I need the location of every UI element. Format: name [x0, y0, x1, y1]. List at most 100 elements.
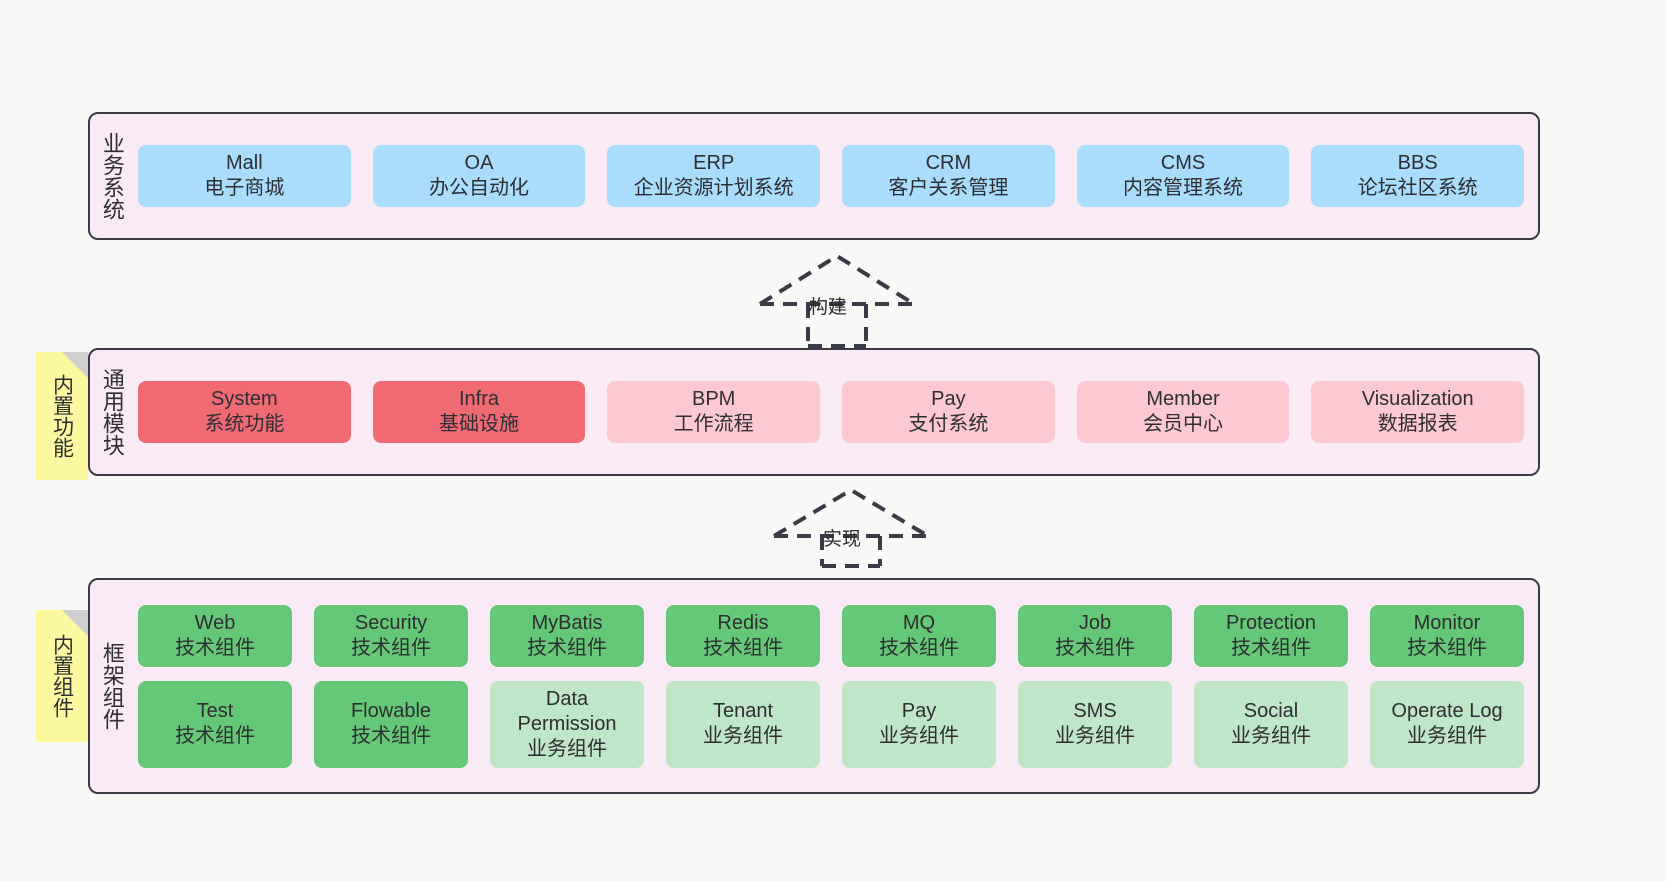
card-title: ERP	[693, 152, 735, 174]
card-subtitle: 内容管理系统	[1123, 177, 1244, 199]
card-operate-log[interactable]: Operate Log 业务组件	[1370, 680, 1524, 768]
card-member[interactable]: Member 会员中心	[1076, 381, 1290, 443]
card-subtitle: 技术组件	[703, 636, 783, 659]
sticky-note-label: 内置功能	[50, 374, 74, 458]
card-social[interactable]: Social 业务组件	[1194, 680, 1348, 768]
card-title: Infra	[458, 388, 500, 410]
card-redis[interactable]: Redis 技术组件	[666, 604, 820, 667]
card-subtitle: 技术组件	[351, 725, 431, 747]
card-oa[interactable]: OA 办公自动化	[372, 145, 586, 207]
card-subtitle: 技术组件	[1055, 636, 1135, 659]
card-subtitle: 业务组件	[879, 725, 959, 747]
card-title: Pay	[901, 700, 937, 722]
card-title: BPM	[692, 388, 736, 410]
card-subtitle: 技术组件	[1231, 636, 1311, 659]
card-crm[interactable]: CRM 客户关系管理	[842, 145, 1055, 207]
card-title: MyBatis	[531, 611, 603, 634]
card-erp[interactable]: ERP 企业资源计划系统	[607, 145, 821, 207]
card-web[interactable]: Web 技术组件	[138, 604, 292, 667]
card-pay[interactable]: Pay 支付系统	[842, 381, 1055, 443]
card-subtitle: 电子商城	[204, 177, 285, 199]
card-subtitle: 企业资源计划系统	[633, 177, 794, 199]
card-data-permission[interactable]: Data Permission 业务组件	[490, 680, 644, 768]
sticky-note-label: 内置组件	[50, 634, 74, 718]
card-title: System	[210, 388, 278, 410]
card-title: Social	[1243, 700, 1299, 722]
card-subtitle: 技术组件	[879, 636, 959, 659]
card-sms[interactable]: SMS 业务组件	[1018, 680, 1172, 768]
card-title: Redis	[717, 611, 769, 634]
card-title: MQ	[902, 611, 936, 634]
layer-business-system: 业务系统 Mall 电子商城 OA 办公自动化 ERP 企业资源计划系统 CRM…	[88, 112, 1540, 240]
card-mq[interactable]: MQ 技术组件	[842, 604, 996, 667]
card-subtitle: 业务组件	[1231, 725, 1311, 747]
layer-body-framework-component: Web 技术组件 Security 技术组件 MyBatis 技术组件 Redi…	[134, 580, 1538, 792]
card-title: Job	[1078, 611, 1112, 634]
layer-body-common-module: System 系统功能 Infra 基础设施 BPM 工作流程 Pay 支付系统…	[134, 350, 1538, 474]
card-subtitle: 办公自动化	[429, 177, 529, 199]
card-system[interactable]: System 系统功能	[138, 381, 351, 443]
card-subtitle: 技术组件	[527, 636, 607, 659]
card-title: Tenant	[712, 700, 774, 722]
sticky-note-builtin-components: 内置组件	[36, 610, 88, 742]
card-subtitle: 论坛社区系统	[1357, 177, 1478, 199]
card-title: Flowable	[350, 700, 432, 722]
dashed-hollow-arrow-up-icon	[772, 487, 930, 568]
card-test[interactable]: Test 技术组件	[138, 680, 292, 768]
card-cms[interactable]: CMS 内容管理系统	[1076, 145, 1290, 207]
card-bbs[interactable]: BBS 论坛社区系统	[1311, 145, 1525, 207]
card-title: Data Permission	[517, 687, 617, 735]
card-subtitle: 工作流程	[673, 413, 754, 435]
card-title: Member	[1146, 388, 1220, 410]
card-tenant[interactable]: Tenant 业务组件	[666, 680, 820, 768]
card-subtitle: 业务组件	[1407, 725, 1487, 747]
card-title: Monitor	[1413, 611, 1481, 634]
connector-build-label: 构建	[809, 297, 848, 318]
card-subtitle: 业务组件	[527, 737, 607, 760]
card-subtitle: 基础设施	[439, 413, 519, 435]
card-title: Operate Log	[1391, 700, 1503, 722]
card-title: Web	[194, 611, 236, 634]
card-title: Pay	[931, 388, 966, 410]
card-mall[interactable]: Mall 电子商城	[138, 145, 351, 207]
card-subtitle: 支付系统	[908, 413, 989, 435]
card-subtitle: 客户关系管理	[888, 177, 1009, 199]
card-row: Web 技术组件 Security 技术组件 MyBatis 技术组件 Redi…	[138, 604, 1524, 667]
layer-common-module: 通用模块 System 系统功能 Infra 基础设施 BPM 工作流程 Pay…	[88, 348, 1540, 476]
card-subtitle: 会员中心	[1143, 413, 1224, 435]
layer-title-framework-component: 框架组件	[99, 642, 125, 730]
card-title: Protection	[1225, 611, 1317, 634]
card-title: CRM	[925, 152, 972, 174]
card-title: BBS	[1397, 152, 1438, 174]
card-row: Test 技术组件 Flowable 技术组件 Data Permission …	[138, 680, 1524, 768]
layer-title-business-system: 业务系统	[99, 132, 125, 220]
card-job[interactable]: Job 技术组件	[1018, 604, 1172, 667]
card-title: Mall	[226, 152, 263, 174]
card-protection[interactable]: Protection 技术组件	[1194, 604, 1348, 667]
card-visualization[interactable]: Visualization 数据报表	[1311, 381, 1525, 443]
sticky-note-builtin-features: 内置功能	[36, 352, 88, 480]
card-subtitle: 数据报表	[1377, 413, 1458, 435]
card-subtitle: 业务组件	[703, 725, 783, 747]
card-monitor[interactable]: Monitor 技术组件	[1370, 604, 1524, 667]
card-title: Test	[196, 700, 234, 722]
card-pay-business[interactable]: Pay 业务组件	[842, 680, 996, 768]
card-subtitle: 系统功能	[204, 413, 285, 435]
card-mybatis[interactable]: MyBatis 技术组件	[490, 604, 644, 667]
page-fold-icon	[62, 352, 88, 378]
card-infra[interactable]: Infra 基础设施	[372, 381, 586, 443]
card-flowable[interactable]: Flowable 技术组件	[314, 680, 468, 768]
card-title: CMS	[1160, 152, 1206, 174]
connector-realize-label: 实现	[823, 529, 862, 550]
card-security[interactable]: Security 技术组件	[314, 604, 468, 667]
card-subtitle: 技术组件	[1407, 636, 1487, 659]
card-bpm[interactable]: BPM 工作流程	[607, 381, 821, 443]
card-title: Security	[354, 611, 428, 634]
connector-realize: 实现	[766, 486, 936, 568]
dashed-hollow-arrow-up-icon	[758, 253, 916, 348]
card-title: OA	[464, 152, 494, 174]
layer-framework-component: 框架组件 Web 技术组件 Security 技术组件 MyBatis 技术组件…	[88, 578, 1540, 794]
card-subtitle: 技术组件	[175, 725, 255, 747]
layer-title-common-module: 通用模块	[99, 368, 125, 456]
